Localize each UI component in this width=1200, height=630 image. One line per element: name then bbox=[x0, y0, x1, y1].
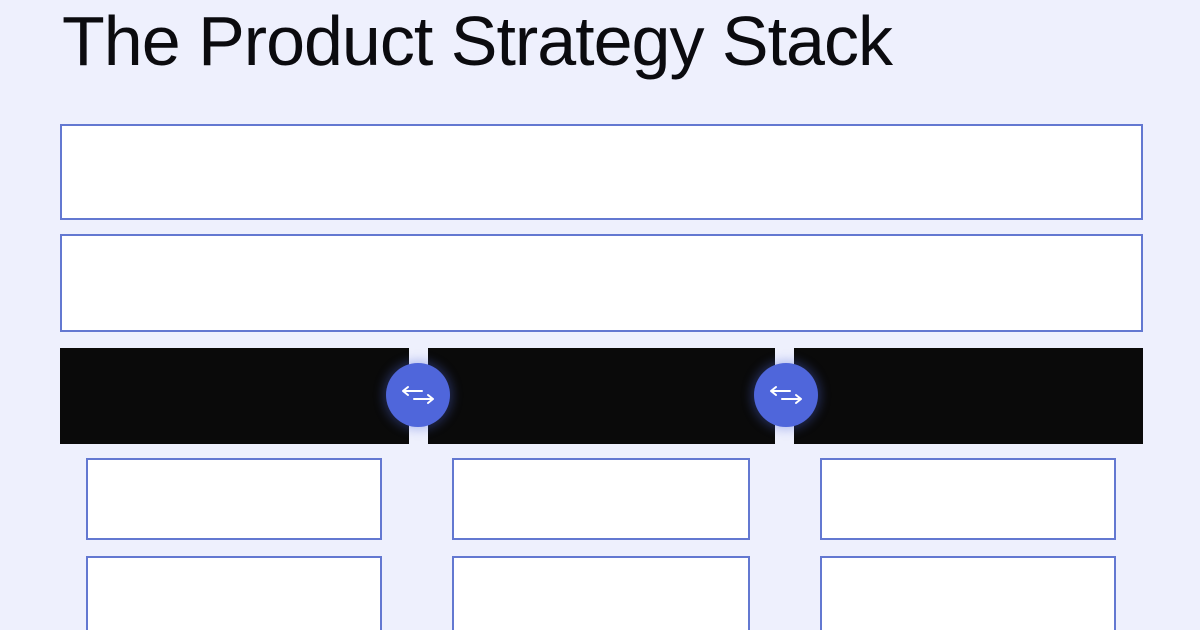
page-title: The Product Strategy Stack bbox=[62, 2, 893, 80]
swap-arrows-glyph bbox=[770, 386, 802, 404]
column-2-box-1 bbox=[452, 458, 750, 540]
column-1-box-2 bbox=[86, 556, 382, 630]
column-1-box-1 bbox=[86, 458, 382, 540]
stack-column-bar-2 bbox=[428, 348, 775, 444]
stack-layer-1 bbox=[60, 124, 1143, 220]
swap-arrows-icon[interactable] bbox=[386, 363, 450, 427]
swap-arrows-icon[interactable] bbox=[754, 363, 818, 427]
stack-column-bar-3 bbox=[794, 348, 1143, 444]
column-3-box-2 bbox=[820, 556, 1116, 630]
stack-layer-2 bbox=[60, 234, 1143, 332]
swap-arrows-glyph bbox=[402, 386, 434, 404]
column-3-box-1 bbox=[820, 458, 1116, 540]
stack-column-bar-1 bbox=[60, 348, 409, 444]
column-2-box-2 bbox=[452, 556, 750, 630]
